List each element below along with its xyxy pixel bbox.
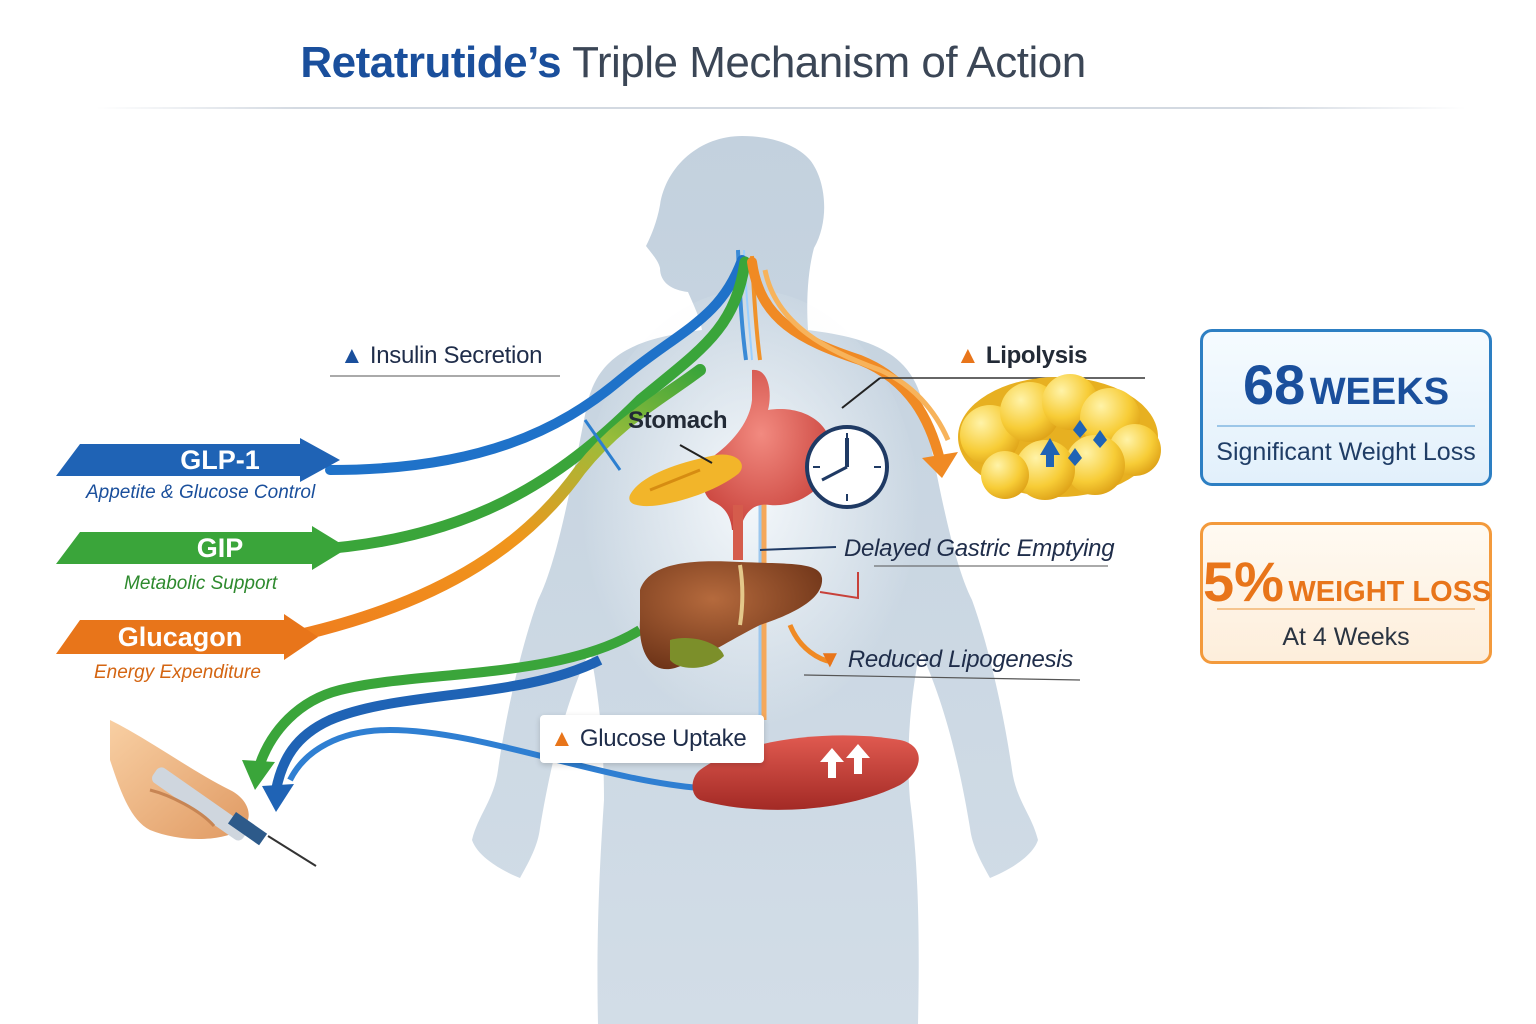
stat-weight-unit: WEIGHT LOSS bbox=[1288, 576, 1492, 608]
glucose-uptake-label: ▲ Glucose Uptake bbox=[550, 725, 747, 752]
glucagon-ribbon bbox=[56, 614, 318, 660]
lipogenesis-label: ▼ Reduced Lipogenesis bbox=[818, 646, 1073, 673]
title-divider bbox=[96, 107, 1466, 109]
stat-weight-divider bbox=[1217, 608, 1475, 610]
receptor-glp1-subtitle: Appetite & Glucose Control bbox=[86, 482, 316, 503]
stat-weight-number: 5% bbox=[1203, 550, 1284, 613]
fat-cells-illustration bbox=[958, 374, 1161, 500]
gastric-emptying-label: Delayed Gastric Emptying bbox=[844, 535, 1115, 562]
up-arrow-icon: ▲ bbox=[550, 725, 574, 752]
title-rest: Triple Mechanism of Action bbox=[572, 38, 1086, 87]
up-arrow-icon: ▲ bbox=[340, 342, 364, 369]
stomach-label: Stomach bbox=[628, 407, 728, 434]
stomach-illustration bbox=[703, 369, 833, 560]
stat-weeks-headline: 68 WEEKS bbox=[1203, 352, 1489, 417]
liver-illustration bbox=[639, 561, 823, 670]
receptor-gip-subtitle: Metabolic Support bbox=[124, 573, 278, 594]
insulin-secretion-label: ▲ Insulin Secretion bbox=[340, 342, 543, 369]
receptor-glucagon-label: Glucagon bbox=[117, 622, 243, 652]
stat-weeks-unit: WEEKS bbox=[1309, 371, 1450, 413]
receptor-glucagon-subtitle: Energy Expenditure bbox=[94, 662, 261, 683]
stat-weeks-caption: Significant Weight Loss bbox=[1216, 438, 1476, 466]
stat-box-weeks: 68 WEEKS Significant Weight Loss bbox=[1200, 329, 1492, 486]
glp1-ribbon bbox=[56, 438, 340, 482]
clock-icon bbox=[805, 425, 889, 509]
up-arrow-icon: ▲ bbox=[956, 342, 980, 369]
stat-weight-caption: At 4 Weeks bbox=[1282, 623, 1410, 651]
glucose-uptake-tag bbox=[540, 715, 764, 763]
gip-ribbon bbox=[56, 526, 348, 570]
down-arrow-icon: ▼ bbox=[818, 646, 842, 673]
receptor-glp1-label: GLP-1 bbox=[180, 445, 260, 475]
lipolysis-label: ▲ Lipolysis bbox=[956, 342, 1088, 369]
pancreas-illustration bbox=[629, 454, 742, 507]
page-title: Retatrutide’s Triple Mechanism of Action bbox=[0, 38, 1386, 88]
stat-weeks-number: 68 bbox=[1242, 353, 1306, 416]
title-drug-name: Retatrutide’s bbox=[300, 38, 562, 87]
receptor-gip-label: GIP bbox=[196, 533, 244, 563]
injection-pen-icon bbox=[110, 720, 317, 867]
stat-box-weight-loss: 5% WEIGHT LOSS At 4 Weeks bbox=[1200, 522, 1492, 664]
stat-weeks-divider bbox=[1217, 425, 1475, 427]
stat-weight-headline: 5% WEIGHT LOSS bbox=[1203, 549, 1492, 614]
